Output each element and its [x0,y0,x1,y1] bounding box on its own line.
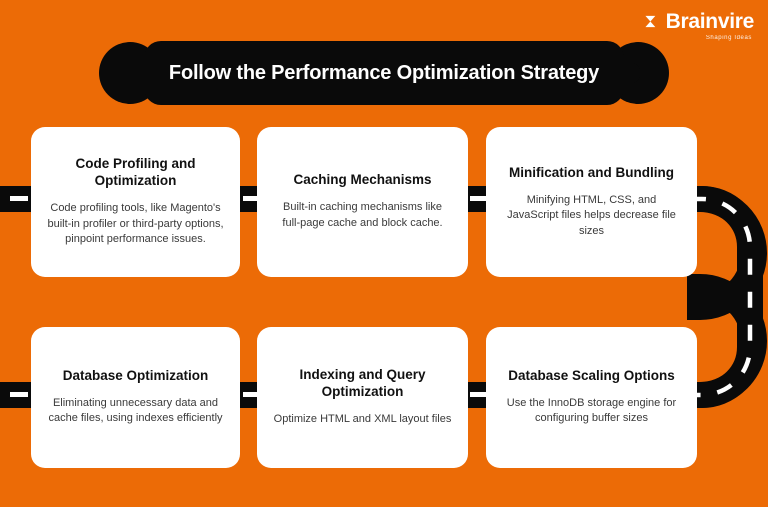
card-body: Code profiling tools, like Magento's bui… [47,201,224,246]
road-dash-left-top [10,196,28,201]
card-database-optimization[interactable]: Database Optimization Eliminating unnece… [31,327,240,468]
brand-name: Brainvire [665,10,755,33]
brand-logo-row: Brainvire [644,11,754,32]
card-database-scaling-options[interactable]: Database Scaling Options Use the InnoDB … [486,327,697,468]
card-title: Caching Mechanisms [293,172,432,188]
brand-tagline: Shaping Ideas [705,35,752,41]
card-minification-bundling[interactable]: Minification and Bundling Minifying HTML… [486,127,697,277]
card-body: Use the InnoDB storage engine for config… [506,396,677,425]
road-curve-right-dash [690,196,753,398]
card-title: Database Scaling Options [508,367,675,383]
road-curve-right-solid [690,186,763,408]
card-title: Minification and Bundling [509,164,674,180]
road-dash-mid2-bottom [470,392,486,397]
card-body: Built-in caching mechanisms like full-pa… [282,201,443,229]
road-dash-mid2-top [470,196,486,201]
page-title: Follow the Performance Optimization Stra… [168,61,600,84]
card-title: Indexing and Query Optimization [299,367,426,400]
brand-logo: Brainvire Shaping Ideas [644,11,754,41]
card-caching-mechanisms[interactable]: Caching Mechanisms Built-in caching mech… [257,127,468,277]
road-curve-right [687,186,767,408]
card-body: Eliminating unnecessary data and cache f… [48,396,223,425]
card-title: Database Optimization [62,367,209,383]
road-dash-left-bottom [10,392,28,397]
card-indexing-query-optimization[interactable]: Indexing and Query Optimization Optimize… [257,327,468,468]
card-body: Minifying HTML, CSS, and JavaScript file… [507,193,676,237]
banner-puzzle-shape [99,41,669,105]
card-body: Optimize HTML and XML layout files [273,413,452,426]
play-arrow-icon [645,15,655,28]
card-title: Code Profiling and Optimization [75,156,196,189]
card-code-profiling[interactable]: Code Profiling and Optimization Code pro… [31,127,240,277]
headline-banner: Follow the Performance Optimization Stra… [98,41,670,105]
